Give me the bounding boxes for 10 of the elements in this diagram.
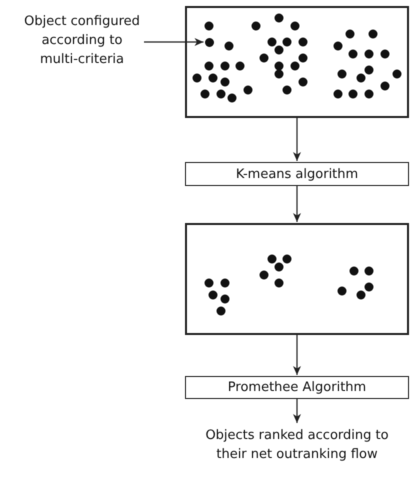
process-box: Promethee Algorithm [185,376,409,399]
arrow [293,118,301,161]
arrow [293,399,301,423]
process-box: K-means algorithm [185,162,409,186]
arrow [293,335,301,375]
text-label: Object configured according to multi-criteria [22,10,142,70]
arrow [144,38,204,46]
text-label: Objects ranked according to their net outranking flow [192,424,402,466]
dot [204,38,214,46]
arrow [293,186,301,222]
